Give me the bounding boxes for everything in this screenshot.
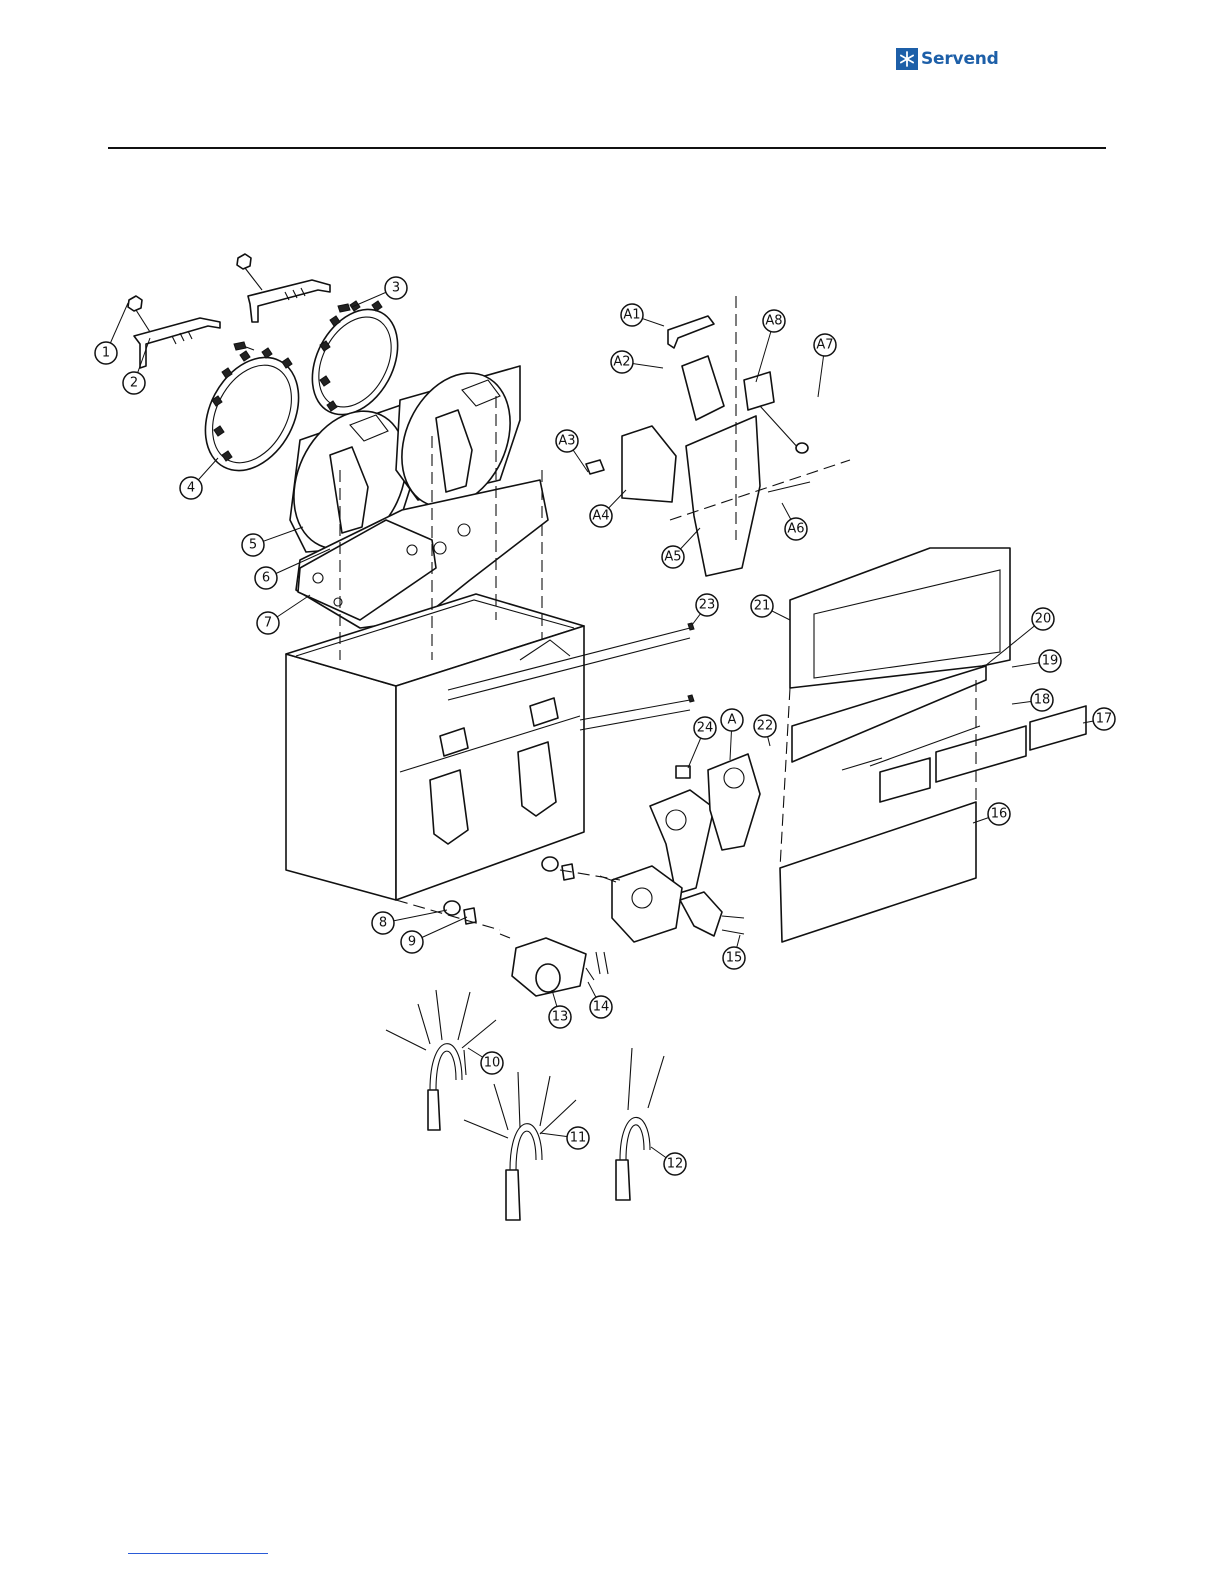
callout-15: 15 [723, 935, 745, 969]
callout-label: 8 [379, 916, 387, 931]
chamber-funnel-assembly [586, 296, 850, 576]
callout-label: 1 [102, 346, 110, 361]
callout-19: 19 [1012, 650, 1061, 672]
callout-label: 5 [249, 538, 257, 553]
callout-label: A [728, 713, 737, 728]
callout-label: 19 [1042, 654, 1059, 669]
callout-label: 6 [262, 571, 270, 586]
machine-cabinet [286, 594, 584, 900]
callout-label: A2 [613, 355, 630, 370]
callout-label: 13 [552, 1010, 569, 1025]
callout-label: A4 [592, 509, 609, 524]
callout-a4: A4 [590, 490, 626, 527]
callout-21: 21 [751, 595, 790, 620]
callout-label: 11 [570, 1131, 587, 1146]
callout-label: 22 [757, 719, 774, 734]
callout-17: 17 [1083, 708, 1115, 730]
callout-a3: A3 [556, 430, 588, 472]
agitator-bracket-right [237, 254, 330, 322]
callout-a1: A1 [621, 304, 664, 326]
callout-label: A6 [787, 522, 804, 537]
tubing-harness-6way [386, 990, 496, 1130]
callout-label: 2 [130, 376, 138, 391]
callout-label: 16 [991, 807, 1008, 822]
solenoid-valves [880, 706, 1086, 802]
callout-label: 3 [392, 281, 400, 296]
callout-16: 16 [973, 803, 1010, 825]
callout-label: A8 [765, 314, 782, 329]
callout-12: 12 [651, 1147, 686, 1175]
footer-rule [128, 1553, 268, 1554]
callout-10: 10 [468, 1048, 503, 1074]
callout-9: 9 [401, 917, 467, 953]
tubing-harness-2way [616, 1048, 664, 1200]
callout-a7: A7 [814, 334, 836, 397]
callout-23: 23 [692, 594, 718, 625]
callout-label: 15 [726, 951, 743, 966]
callout-label: 9 [408, 935, 416, 950]
callout-label: 7 [264, 616, 272, 631]
fan-motor [500, 934, 608, 996]
callout-label: A5 [664, 550, 681, 565]
callout-label: 21 [754, 599, 771, 614]
callout-4: 4 [180, 458, 218, 499]
callout-a8: A8 [756, 310, 785, 382]
callout-label: 4 [187, 481, 195, 496]
callout-7: 7 [257, 595, 310, 634]
callout-22: 22 [754, 715, 776, 746]
callout-24: 24 [688, 717, 716, 768]
callout-label: 12 [667, 1157, 684, 1172]
callout-label: 17 [1096, 712, 1113, 727]
callout-5: 5 [242, 527, 303, 556]
callout-8: 8 [372, 910, 447, 934]
callout-13: 13 [549, 990, 571, 1028]
callout-1: 1 [95, 303, 128, 364]
callout-a: A [721, 709, 743, 760]
callout-label: A7 [816, 338, 833, 353]
mixing-chamber-assembly [650, 754, 760, 894]
tubing-harness-5way [464, 1072, 576, 1220]
callout-label: 23 [699, 598, 716, 613]
callout-14: 14 [588, 982, 612, 1018]
callout-a5: A5 [662, 528, 700, 568]
cup-station-housing [790, 548, 1010, 688]
callout-label: 14 [593, 1000, 610, 1015]
callout-label: 24 [697, 721, 714, 736]
callout-label: A3 [558, 434, 575, 449]
callout-label: 18 [1034, 693, 1051, 708]
callout-18: 18 [1012, 689, 1053, 711]
callout-label: A1 [623, 308, 640, 323]
callout-label: 10 [484, 1056, 501, 1071]
callout-11: 11 [540, 1127, 589, 1149]
callout-label: 20 [1035, 612, 1052, 627]
callout-a6: A6 [782, 503, 807, 540]
callout-a2: A2 [611, 351, 663, 373]
agitator-bracket-left [128, 296, 220, 368]
